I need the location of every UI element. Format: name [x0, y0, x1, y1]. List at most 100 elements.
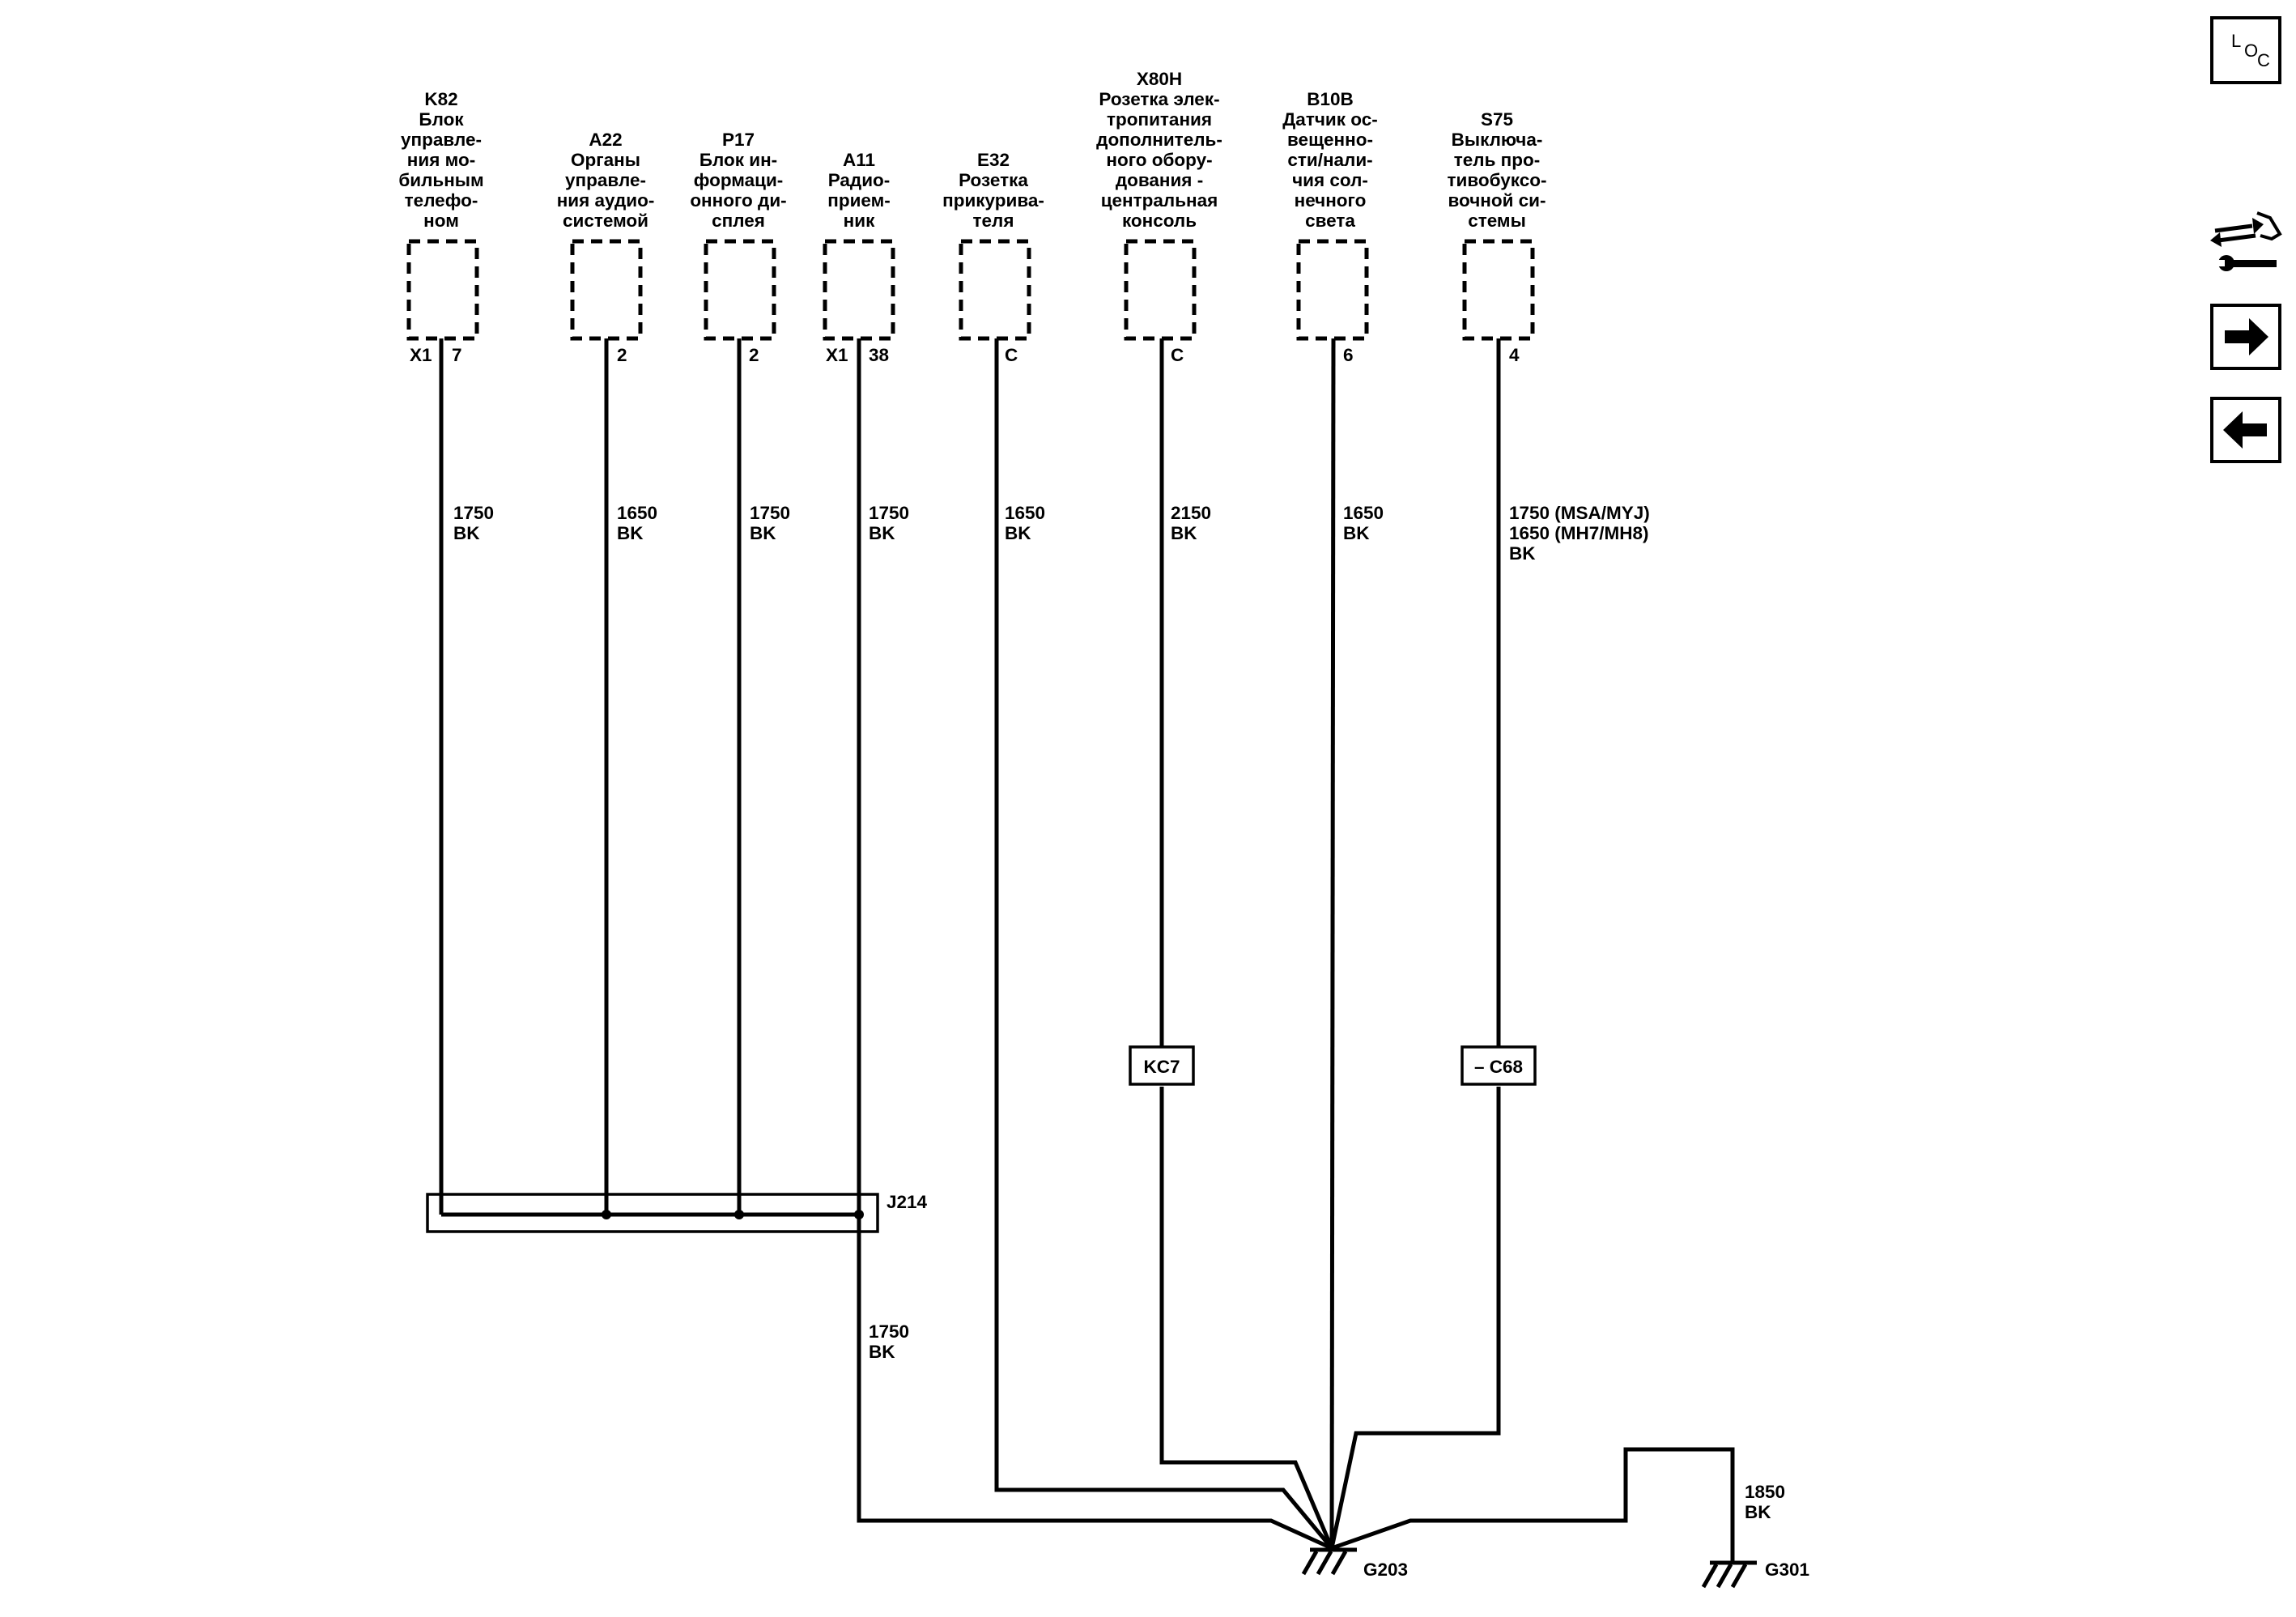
inline-connector-c68 [1461, 1045, 1537, 1086]
loc-letter: L [2231, 31, 2241, 51]
loc-button[interactable]: L O C [2210, 16, 2281, 84]
left-pin-label-a11: X1 [826, 345, 848, 365]
component-label-a11: A11 Радио- прием- ник [827, 150, 891, 231]
pin-label-s75: 4 [1509, 345, 1520, 365]
inline-connector-label-kc7: KC7 [1143, 1057, 1180, 1077]
wire-color-b10b: BK [1343, 523, 1370, 543]
label-line: бильным [398, 170, 483, 190]
label-line: прием- [827, 190, 891, 211]
wire-color-x80h: BK [1171, 523, 1197, 543]
label-line: сти/нали- [1287, 150, 1372, 170]
component-box-e32 [959, 239, 1031, 341]
wire-color-ground: BK [1745, 1502, 1771, 1522]
pin-label-e32: C [1005, 345, 1018, 365]
component-box-a11 [823, 239, 895, 341]
label-line: центральная [1101, 190, 1218, 211]
label-line: тель про- [1454, 150, 1540, 170]
pin-label-x80h: C [1171, 345, 1184, 365]
wire-color-s75: BK [1509, 543, 1536, 564]
label-line: Радио- [828, 170, 891, 190]
component-box-s75 [1462, 239, 1535, 341]
wire-color-a22: BK [617, 523, 644, 543]
pin-label-b10b: 6 [1343, 345, 1354, 365]
wire-ground-g301 [1331, 1447, 1735, 1563]
wire-b10b [1329, 338, 1336, 1549]
wire-x80h-lower [1159, 1087, 1334, 1549]
wire-e32 [994, 338, 1333, 1550]
component-box-k82 [406, 239, 479, 341]
label-line: системой [563, 211, 648, 231]
label-line: тропитания [1107, 109, 1212, 130]
component-label-x80h: X80H Розетка элек- тропитания дополнител… [1096, 69, 1222, 231]
pin-label-p17: 2 [749, 345, 759, 365]
wire-s75-lower [1329, 1087, 1501, 1549]
wire-color-p17: BK [750, 523, 776, 543]
pin-label-a22: 2 [617, 345, 627, 365]
label-line: прикурива- [942, 190, 1044, 211]
component-box-a22 [570, 239, 643, 341]
label-line: Блок ин- [699, 150, 777, 170]
label-line: дополнитель- [1096, 130, 1222, 150]
component-label-e32: E32 Розетка прикурива- теля [942, 150, 1044, 231]
component-label-k82: K82 Блок управле- ния мо- бильным телефо… [398, 89, 483, 231]
arrow-right-icon [2225, 318, 2268, 355]
splice-node [854, 1210, 864, 1219]
ground-label-g203: G203 [1363, 1560, 1408, 1580]
label-line: X80H [1137, 69, 1182, 89]
label-line: света [1305, 211, 1355, 231]
label-line: P17 [722, 130, 755, 150]
component-label-b10b: B10B Датчик ос- вещенно- сти/нали- чия с… [1282, 89, 1377, 231]
label-line: теля [973, 211, 1014, 231]
loc-letter: O [2244, 40, 2258, 61]
connector-wrench-icon [2210, 211, 2282, 271]
wire-size-splice-out: 1750 [869, 1321, 909, 1342]
label-line: вочной си- [1448, 190, 1546, 211]
label-line: S75 [1481, 109, 1513, 130]
pin-label-a11: 38 [869, 345, 889, 365]
label-line: Органы [571, 150, 640, 170]
label-line: K82 [424, 89, 457, 109]
wire-size-x80h: 2150 [1171, 503, 1211, 523]
component-box-x80h [1124, 239, 1197, 341]
label-line: Датчик ос- [1282, 109, 1377, 130]
previous-page-button[interactable] [2210, 397, 2281, 463]
wire-size-ground: 1850 [1745, 1482, 1785, 1502]
wire-size-p17: 1750 [750, 503, 790, 523]
label-line: стемы [1468, 211, 1526, 231]
wire-size-s75-mh7: 1650 (MH7/MH8) [1509, 523, 1649, 543]
label-line: A22 [589, 130, 622, 150]
label-line: нечного [1295, 190, 1367, 211]
label-line: Розетка элек- [1099, 89, 1219, 109]
splice-node [734, 1210, 744, 1219]
loc-letter: C [2257, 50, 2270, 70]
wire-size-s75-msa: 1750 (MSA/MYJ) [1509, 503, 1650, 523]
label-line: B10B [1307, 89, 1354, 109]
next-page-button[interactable] [2210, 304, 2281, 370]
wire-color-a11: BK [869, 523, 895, 543]
wire-color-k82: BK [453, 523, 480, 543]
wire-size-a11: 1750 [869, 503, 909, 523]
wire-size-k82: 1750 [453, 503, 494, 523]
wire-size-a22: 1650 [617, 503, 657, 523]
label-line: тивобуксо- [1448, 170, 1547, 190]
wire-a11 [857, 338, 1333, 1551]
loc-icon: L O C [2231, 31, 2270, 70]
inline-connector-kc7 [1129, 1045, 1195, 1086]
label-line: управле- [565, 170, 646, 190]
component-label-p17: P17 Блок ин- формаци- онного ди- сплея [690, 130, 786, 231]
wire-size-e32: 1650 [1005, 503, 1045, 523]
label-line: Розетка [959, 170, 1028, 190]
pin-label-k82: 7 [452, 345, 462, 365]
label-line: онного ди- [690, 190, 786, 211]
label-line: чия сол- [1292, 170, 1368, 190]
label-line: формаци- [694, 170, 784, 190]
component-label-a22: A22 Органы управле- ния аудио- системой [557, 130, 655, 231]
arrow-left-icon [2223, 411, 2267, 449]
label-line: ния мо- [407, 150, 475, 170]
connector-tool-button[interactable] [2210, 206, 2283, 281]
splice-box-j214 [426, 1193, 879, 1233]
wire-size-b10b: 1650 [1343, 503, 1384, 523]
label-line: A11 [843, 150, 875, 170]
inline-connector-label-c68: – C68 [1474, 1057, 1523, 1077]
